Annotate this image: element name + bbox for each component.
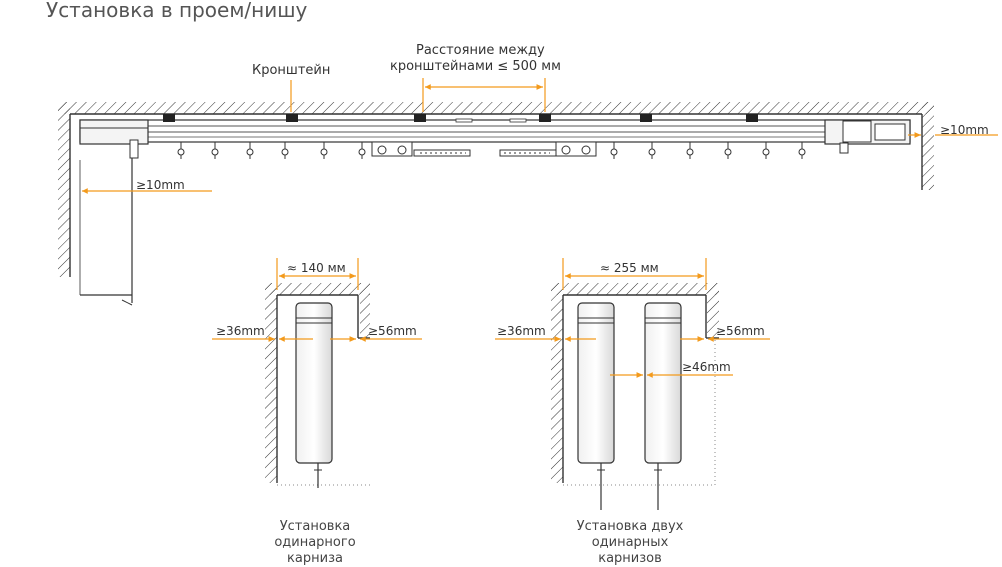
double-right-gap-label: ≥56mm bbox=[716, 324, 765, 338]
single-caption-line1: Установка bbox=[280, 519, 351, 534]
curtain-track bbox=[79, 119, 911, 306]
double-width-label: ≈ 255 мм bbox=[600, 261, 659, 275]
gap-right-label: ≥10mm bbox=[940, 123, 989, 137]
double-caption-line2: одинарных bbox=[592, 535, 669, 550]
double-left-gap-label: ≥36mm bbox=[497, 324, 546, 338]
single-left-gap-label: ≥36mm bbox=[216, 324, 265, 338]
bracket-label: Кронштейн bbox=[252, 63, 330, 78]
distance-label-line1: Расстояние между bbox=[416, 43, 545, 58]
single-caption-line2: одинарного bbox=[274, 535, 355, 550]
single-width-label: ≈ 140 мм bbox=[287, 261, 346, 275]
runner-hooks bbox=[177, 142, 806, 159]
double-between-gap-label: ≥46mm bbox=[682, 360, 731, 374]
double-caption-line3: карнизов bbox=[598, 551, 662, 566]
single-track-niche bbox=[265, 283, 370, 488]
gap-left-label: ≥10mm bbox=[136, 178, 185, 192]
ceiling-brackets bbox=[163, 114, 758, 123]
distance-label-line2: кронштейнами ≤ 500 мм bbox=[390, 59, 561, 74]
master-carriers bbox=[371, 141, 597, 157]
single-right-gap-label: ≥56mm bbox=[368, 324, 417, 338]
single-caption-line3: карниза bbox=[287, 551, 343, 566]
double-caption-line1: Установка двух bbox=[577, 519, 684, 534]
page-title: Установка в проем/нишу bbox=[46, 0, 308, 22]
niche-ceiling bbox=[58, 102, 934, 277]
double-track-niche bbox=[551, 283, 719, 510]
